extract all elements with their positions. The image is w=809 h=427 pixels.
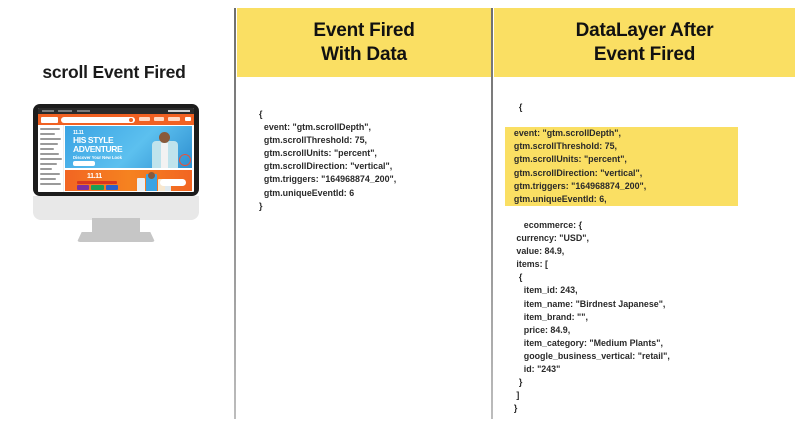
monitor-bezel: 11.11 HIS STYLE ADVENTURE Discover Your … <box>33 104 199 196</box>
promo-chip <box>91 185 104 190</box>
hero-model-figure <box>152 132 178 168</box>
datalayer-ecommerce-block: ecommerce: { currency: "USD", value: 84.… <box>513 219 670 414</box>
right-column-header: DataLayer After Event Fired <box>494 8 795 77</box>
middle-header-line2: With Data <box>321 43 407 65</box>
monitor-chin <box>33 196 199 220</box>
nav-item[interactable] <box>168 117 180 121</box>
cart-icon[interactable] <box>185 117 191 121</box>
hero-cta-button[interactable] <box>73 161 95 166</box>
nav-item[interactable] <box>154 117 164 121</box>
datalayer-highlighted-event-keys: event: "gtm.scrollDepth", gtm.scrollThre… <box>505 127 738 206</box>
hero-heading-line1: HIS STYLE <box>73 135 114 145</box>
promo-subline <box>77 181 117 184</box>
hero-subtitle: Discover Your New Look <box>73 155 122 160</box>
promo-chip <box>77 185 89 190</box>
nav-item[interactable] <box>139 117 150 121</box>
datalayer-code: { event: "gtm.scrollDepth", gtm.scrollTh… <box>505 88 738 427</box>
monitor-screen: 11.11 HIS STYLE ADVENTURE Discover Your … <box>38 108 194 192</box>
middle-header-line1: Event Fired <box>313 19 415 41</box>
website-hero-banner[interactable]: 11.11 HIS STYLE ADVENTURE Discover Your … <box>65 126 192 168</box>
datalayer-open-brace: { <box>518 102 523 113</box>
promo-cta-button[interactable] <box>160 179 186 186</box>
search-icon <box>129 117 133 122</box>
monitor-stand-base <box>77 232 155 242</box>
desktop-monitor-illustration: 11.11 HIS STYLE ADVENTURE Discover Your … <box>33 104 199 242</box>
page-title: scroll Event Fired <box>42 62 186 82</box>
website-promo-banner[interactable]: 11.11 <box>65 170 192 191</box>
promo-chip <box>106 185 118 190</box>
website-logo <box>41 116 58 123</box>
column-divider-left <box>234 8 236 419</box>
website-utility-bar <box>38 108 194 114</box>
bicycle-icon <box>179 154 191 166</box>
hero-heading-line2: ADVENTURE <box>73 144 123 154</box>
hero-badge: 11.11 <box>73 130 84 136</box>
website-header-bar <box>38 114 194 125</box>
promo-badge: 11.11 <box>87 173 102 180</box>
left-panel: scroll Event Fired <box>0 0 234 427</box>
carousel-dots[interactable] <box>168 163 188 165</box>
website-search-box[interactable] <box>61 116 135 123</box>
right-header-line2: Event Fired <box>593 43 696 65</box>
column-divider-right <box>491 8 493 419</box>
event-payload-code: { event: "gtm.scrollDepth", gtm.scrollTh… <box>259 109 397 211</box>
monitor-stand-neck <box>92 218 140 236</box>
website-category-sidebar <box>38 125 64 192</box>
middle-column-header: Event Fired With Data <box>237 8 491 77</box>
right-header-line1: DataLayer After <box>575 19 714 41</box>
